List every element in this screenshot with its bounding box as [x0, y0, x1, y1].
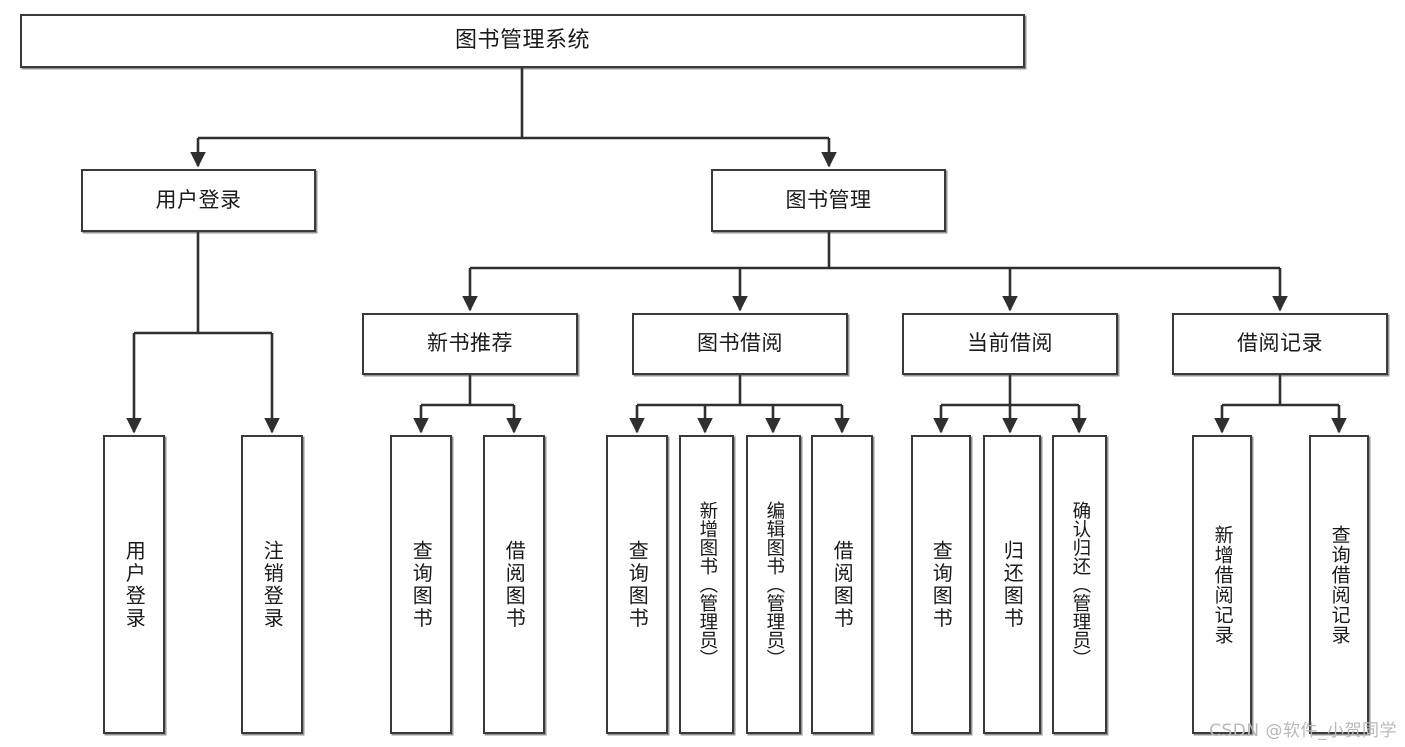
node-root[interactable]: 图书管理系统	[20, 14, 1025, 68]
node-borrow-record-label: 借阅记录	[1237, 331, 1323, 356]
leaf-borrow-add-book-admin[interactable]: 新增图书（管理员）	[679, 435, 734, 734]
leaf-current-return-book[interactable]: 归还图书	[983, 435, 1041, 734]
leaf-current-query-book-label: 查询图书	[929, 539, 954, 630]
leaf-record-query-record[interactable]: 查询借阅记录	[1309, 435, 1369, 734]
leaf-current-query-book[interactable]: 查询图书	[911, 435, 971, 734]
node-root-label: 图书管理系统	[454, 27, 590, 53]
leaf-borrow-add-book-admin-label: 新增图书（管理员）	[696, 501, 718, 668]
leaf-record-add-record-label: 新增借阅记录	[1211, 524, 1234, 645]
node-current-borrow-label: 当前借阅	[967, 331, 1053, 356]
leaf-newbook-borrow-book-label: 借阅图书	[502, 539, 527, 630]
leaf-borrow-edit-book-admin-label: 编辑图书（管理员）	[763, 501, 785, 668]
leaf-borrow-query-book-label: 查询图书	[625, 539, 650, 630]
leaf-user-login-label: 用户登录	[122, 539, 147, 630]
node-book-borrow-label: 图书借阅	[697, 331, 783, 356]
node-book-management[interactable]: 图书管理	[711, 169, 946, 232]
leaf-logout-label: 注销登录	[260, 539, 285, 630]
leaf-logout[interactable]: 注销登录	[241, 435, 303, 734]
leaf-newbook-query-book-label: 查询图书	[409, 539, 434, 630]
leaf-newbook-query-book[interactable]: 查询图书	[390, 435, 452, 734]
leaf-borrow-edit-book-admin[interactable]: 编辑图书（管理员）	[746, 435, 801, 734]
node-user-login[interactable]: 用户登录	[81, 169, 316, 232]
leaf-current-confirm-return-admin[interactable]: 确认归还（管理员）	[1052, 435, 1107, 734]
leaf-borrow-borrow-book[interactable]: 借阅图书	[811, 435, 873, 734]
node-new-book-recommend-label: 新书推荐	[427, 331, 513, 356]
leaf-borrow-query-book[interactable]: 查询图书	[606, 435, 668, 734]
node-book-management-label: 图书管理	[785, 187, 872, 212]
node-book-borrow[interactable]: 图书借阅	[632, 313, 848, 375]
node-user-login-label: 用户登录	[155, 187, 242, 212]
leaf-current-return-book-label: 归还图书	[1000, 539, 1025, 630]
leaf-newbook-borrow-book[interactable]: 借阅图书	[483, 435, 545, 734]
node-new-book-recommend[interactable]: 新书推荐	[362, 313, 578, 375]
leaf-current-confirm-return-admin-label: 确认归还（管理员）	[1069, 501, 1091, 668]
node-current-borrow[interactable]: 当前借阅	[902, 313, 1118, 375]
leaf-record-add-record[interactable]: 新增借阅记录	[1192, 435, 1252, 734]
leaf-user-login[interactable]: 用户登录	[103, 435, 165, 734]
leaf-record-query-record-label: 查询借阅记录	[1328, 524, 1351, 645]
csdn-watermark: CSDN @软件_小贺同学	[1209, 721, 1397, 741]
leaf-borrow-borrow-book-label: 借阅图书	[830, 539, 855, 630]
node-borrow-record[interactable]: 借阅记录	[1172, 313, 1388, 375]
